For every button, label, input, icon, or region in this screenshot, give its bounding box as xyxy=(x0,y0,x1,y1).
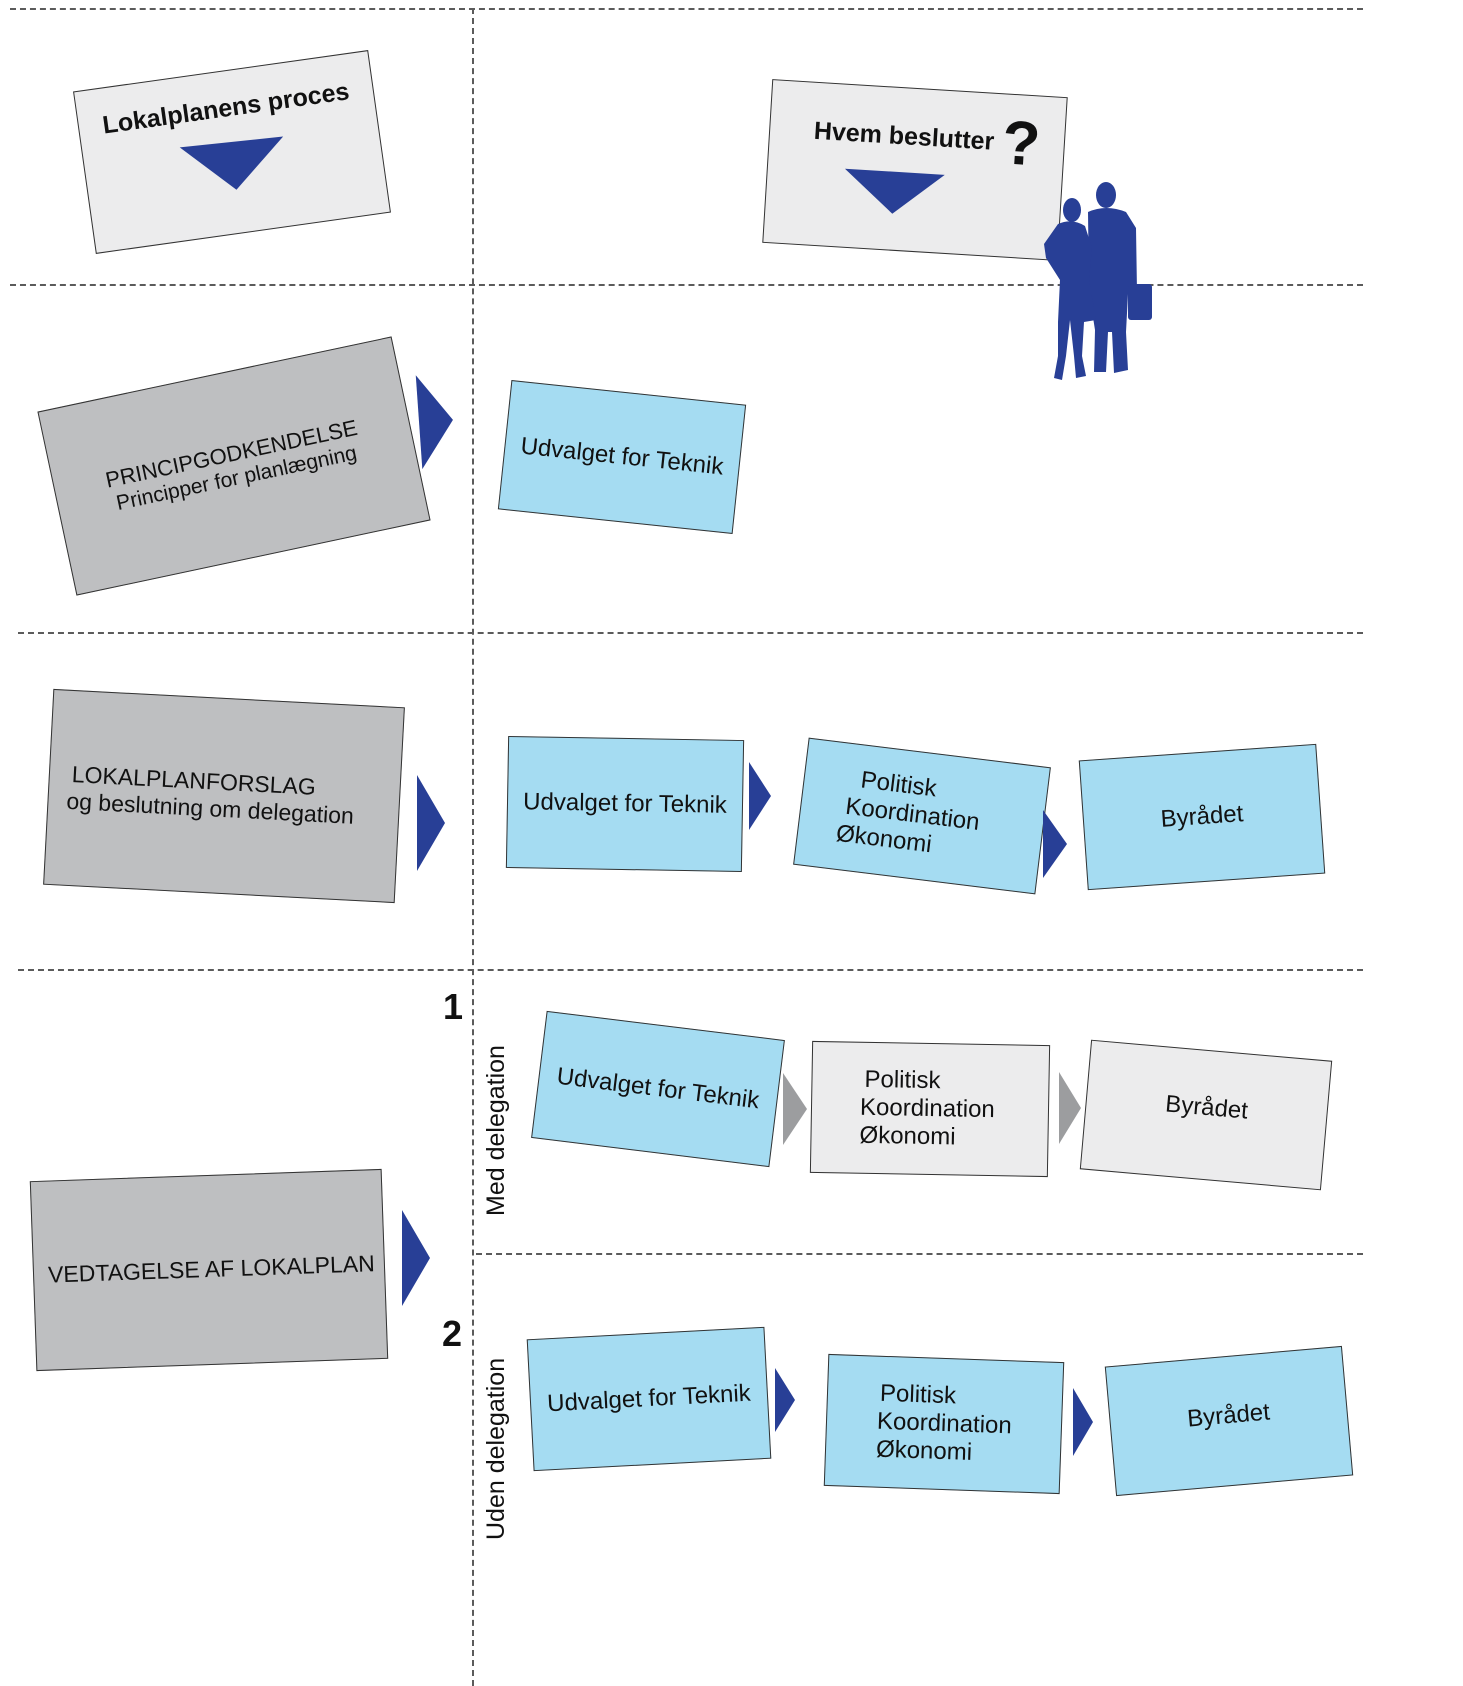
question-mark: ? xyxy=(1000,108,1043,180)
proposal-phase-card: LOKALPLANFORSLAG og beslutning om delega… xyxy=(43,688,405,904)
arrow-right-icon xyxy=(775,1368,795,1432)
step-label: Byrådet xyxy=(1186,1398,1271,1433)
arrow-right-icon xyxy=(1043,810,1067,878)
divider-top xyxy=(10,8,1363,10)
arrow-right-icon xyxy=(749,762,771,830)
adoption-phase-card: VEDTAGELSE AF LOKALPLAN xyxy=(29,1168,389,1372)
adoption-phase-title: VEDTAGELSE AF LOKALPLAN xyxy=(47,1250,376,1289)
principle-phase-card: PRINCIPGODKENDELSE Principper for planlæ… xyxy=(37,336,431,596)
step-label: Udvalget for Teknik xyxy=(522,788,728,819)
step-label: Udvalget for Teknik xyxy=(555,1062,761,1115)
divider-row1 xyxy=(18,632,1363,634)
divider-header xyxy=(10,284,1363,286)
proposal-step-politisk: Politisk Koordination Økonomi xyxy=(793,737,1051,895)
step-label: Udvalget for Teknik xyxy=(519,432,725,481)
column-divider xyxy=(472,8,474,1686)
step-label: Økonomi xyxy=(859,1121,956,1151)
option1-step-byraadet: Byrådet xyxy=(1079,1039,1333,1191)
option2-step-politisk: Politisk Koordination Økonomi xyxy=(823,1353,1065,1495)
decider-header-card: Hvem beslutter ? xyxy=(762,79,1068,261)
step-label: Koordination xyxy=(859,1093,996,1123)
option-2-label: Uden delegation xyxy=(482,1357,510,1540)
step-label: Politisk xyxy=(879,1379,957,1409)
step-label: Byrådet xyxy=(1164,1090,1250,1125)
step-label: Byrådet xyxy=(1159,799,1245,833)
arrow-right-icon xyxy=(1059,1072,1081,1144)
option1-step-politisk: Politisk Koordination Økonomi xyxy=(809,1040,1051,1178)
proposal-step-udvalget: Udvalget for Teknik xyxy=(505,735,745,873)
option2-step-byraadet: Byrådet xyxy=(1104,1345,1354,1497)
divider-row2 xyxy=(18,969,1363,971)
option-1-number: 1 xyxy=(443,986,464,1027)
process-header-title: Lokalplanens proces xyxy=(100,77,351,140)
principle-step-udvalget: Udvalget for Teknik xyxy=(497,380,747,534)
arrow-right-icon xyxy=(402,1210,430,1306)
proposal-step-byraadet: Byrådet xyxy=(1078,743,1326,891)
step-label: Politisk xyxy=(864,1065,941,1094)
option-1-label: Med delegation xyxy=(482,1045,510,1216)
option1-step-udvalget: Udvalget for Teknik xyxy=(531,1010,785,1168)
people-silhouette-icon xyxy=(1044,182,1152,380)
down-arrow-icon xyxy=(842,168,945,217)
option-2-number: 2 xyxy=(442,1313,463,1354)
option2-step-udvalget: Udvalget for Teknik xyxy=(526,1326,772,1472)
arrow-right-icon xyxy=(783,1073,807,1145)
down-arrow-icon xyxy=(179,136,289,195)
arrow-right-icon xyxy=(415,372,457,470)
process-header-card: Lokalplanens proces xyxy=(73,50,391,254)
step-label: Økonomi xyxy=(875,1435,973,1467)
arrow-right-icon xyxy=(417,775,445,871)
divider-options xyxy=(476,1253,1363,1255)
arrow-right-icon xyxy=(1073,1388,1093,1456)
decider-header-title: Hvem beslutter xyxy=(813,117,996,157)
step-label: Udvalget for Teknik xyxy=(546,1379,752,1418)
